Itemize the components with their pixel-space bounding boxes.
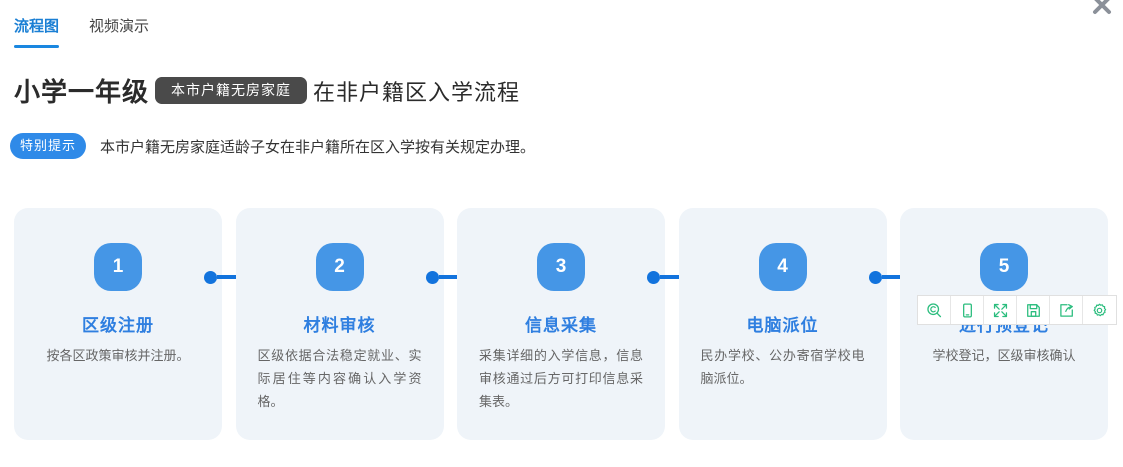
connector-dot-icon [868,270,882,284]
tab-bar: 流程图 视频演示 [14,16,149,48]
notice-row: 特别提示 本市户籍无房家庭适龄子女在非户籍所在区入学按有关规定办理。 [10,133,535,159]
fullscreen-expand-icon[interactable] [984,296,1017,324]
tab-video-demo-label: 视频演示 [89,18,150,35]
step-title: 电脑派位 [746,316,819,335]
tab-video-demo[interactable]: 视频演示 [89,16,149,48]
step-number-badge: 2 [315,243,364,291]
tab-flowchart-label: 流程图 [14,18,60,35]
flow-connector-4-5 [868,208,918,440]
flow-connector-3-4 [647,208,697,440]
tab-active-underline [14,45,60,48]
page-title-main: 小学一年级 [14,77,150,107]
step-title: 区级注册 [82,316,154,335]
gear-settings-icon[interactable] [1083,296,1116,324]
flow-step-card-1[interactable]: 1 区级注册 按各区政策审核并注册。 [14,208,222,440]
share-export-icon[interactable] [1050,296,1083,324]
step-description: 采集详细的入学信息，信息审核通过后方可打印信息采集表。 [479,348,643,409]
notice-badge: 特别提示 [10,133,87,159]
close-icon[interactable] [1089,0,1115,18]
connector-dot-icon [425,270,439,284]
connector-dot-icon [647,270,660,284]
step-description: 民办学校、公办寄宿学校电脑派位。 [700,348,865,386]
step-description: 区级依据合法稳定就业、实际居住等内容确认入学资格。 [257,348,422,409]
step-description: 按各区政策审核并注册。 [46,348,190,363]
connector-line [217,275,240,279]
flow-connector-2-3 [425,208,475,440]
step-description: 学校登记，区级审核确认 [932,348,1076,363]
connector-line [660,275,683,279]
flow-step-card-3[interactable]: 3 信息采集 采集详细的入学信息，信息审核通过后方可打印信息采集表。 [457,208,665,440]
floating-toolbar [917,295,1117,325]
page-title-tag: 本市户籍无房家庭 [155,77,308,104]
flow-connector-1-2 [204,208,254,440]
connector-line [881,275,904,279]
step-title: 材料审核 [303,316,376,335]
zoom-search-icon[interactable] [918,296,951,324]
step-number-badge: 1 [94,243,142,291]
step-number-badge: 4 [758,243,807,291]
page-title: 小学一年级 本市户籍无房家庭 在非户籍区入学流程 [14,72,520,109]
notice-text: 本市户籍无房家庭适龄子女在非户籍所在区入学按有关规定办理。 [100,138,536,156]
connector-line [438,275,461,279]
mobile-device-icon[interactable] [951,296,984,324]
page-title-rest: 在非户籍区入学流程 [313,79,521,105]
flow-step-card-4[interactable]: 4 电脑派位 民办学校、公办寄宿学校电脑派位。 [678,208,887,440]
connector-dot-icon [204,270,217,284]
step-title: 信息采集 [525,316,597,335]
tab-flowchart[interactable]: 流程图 [14,16,60,48]
save-floppy-icon[interactable] [1017,296,1050,324]
step-number-badge: 5 [980,243,1028,291]
step-number-badge: 3 [537,243,585,291]
flow-step-card-2[interactable]: 2 材料审核 区级依据合法稳定就业、实际居住等内容确认入学资格。 [235,208,444,440]
